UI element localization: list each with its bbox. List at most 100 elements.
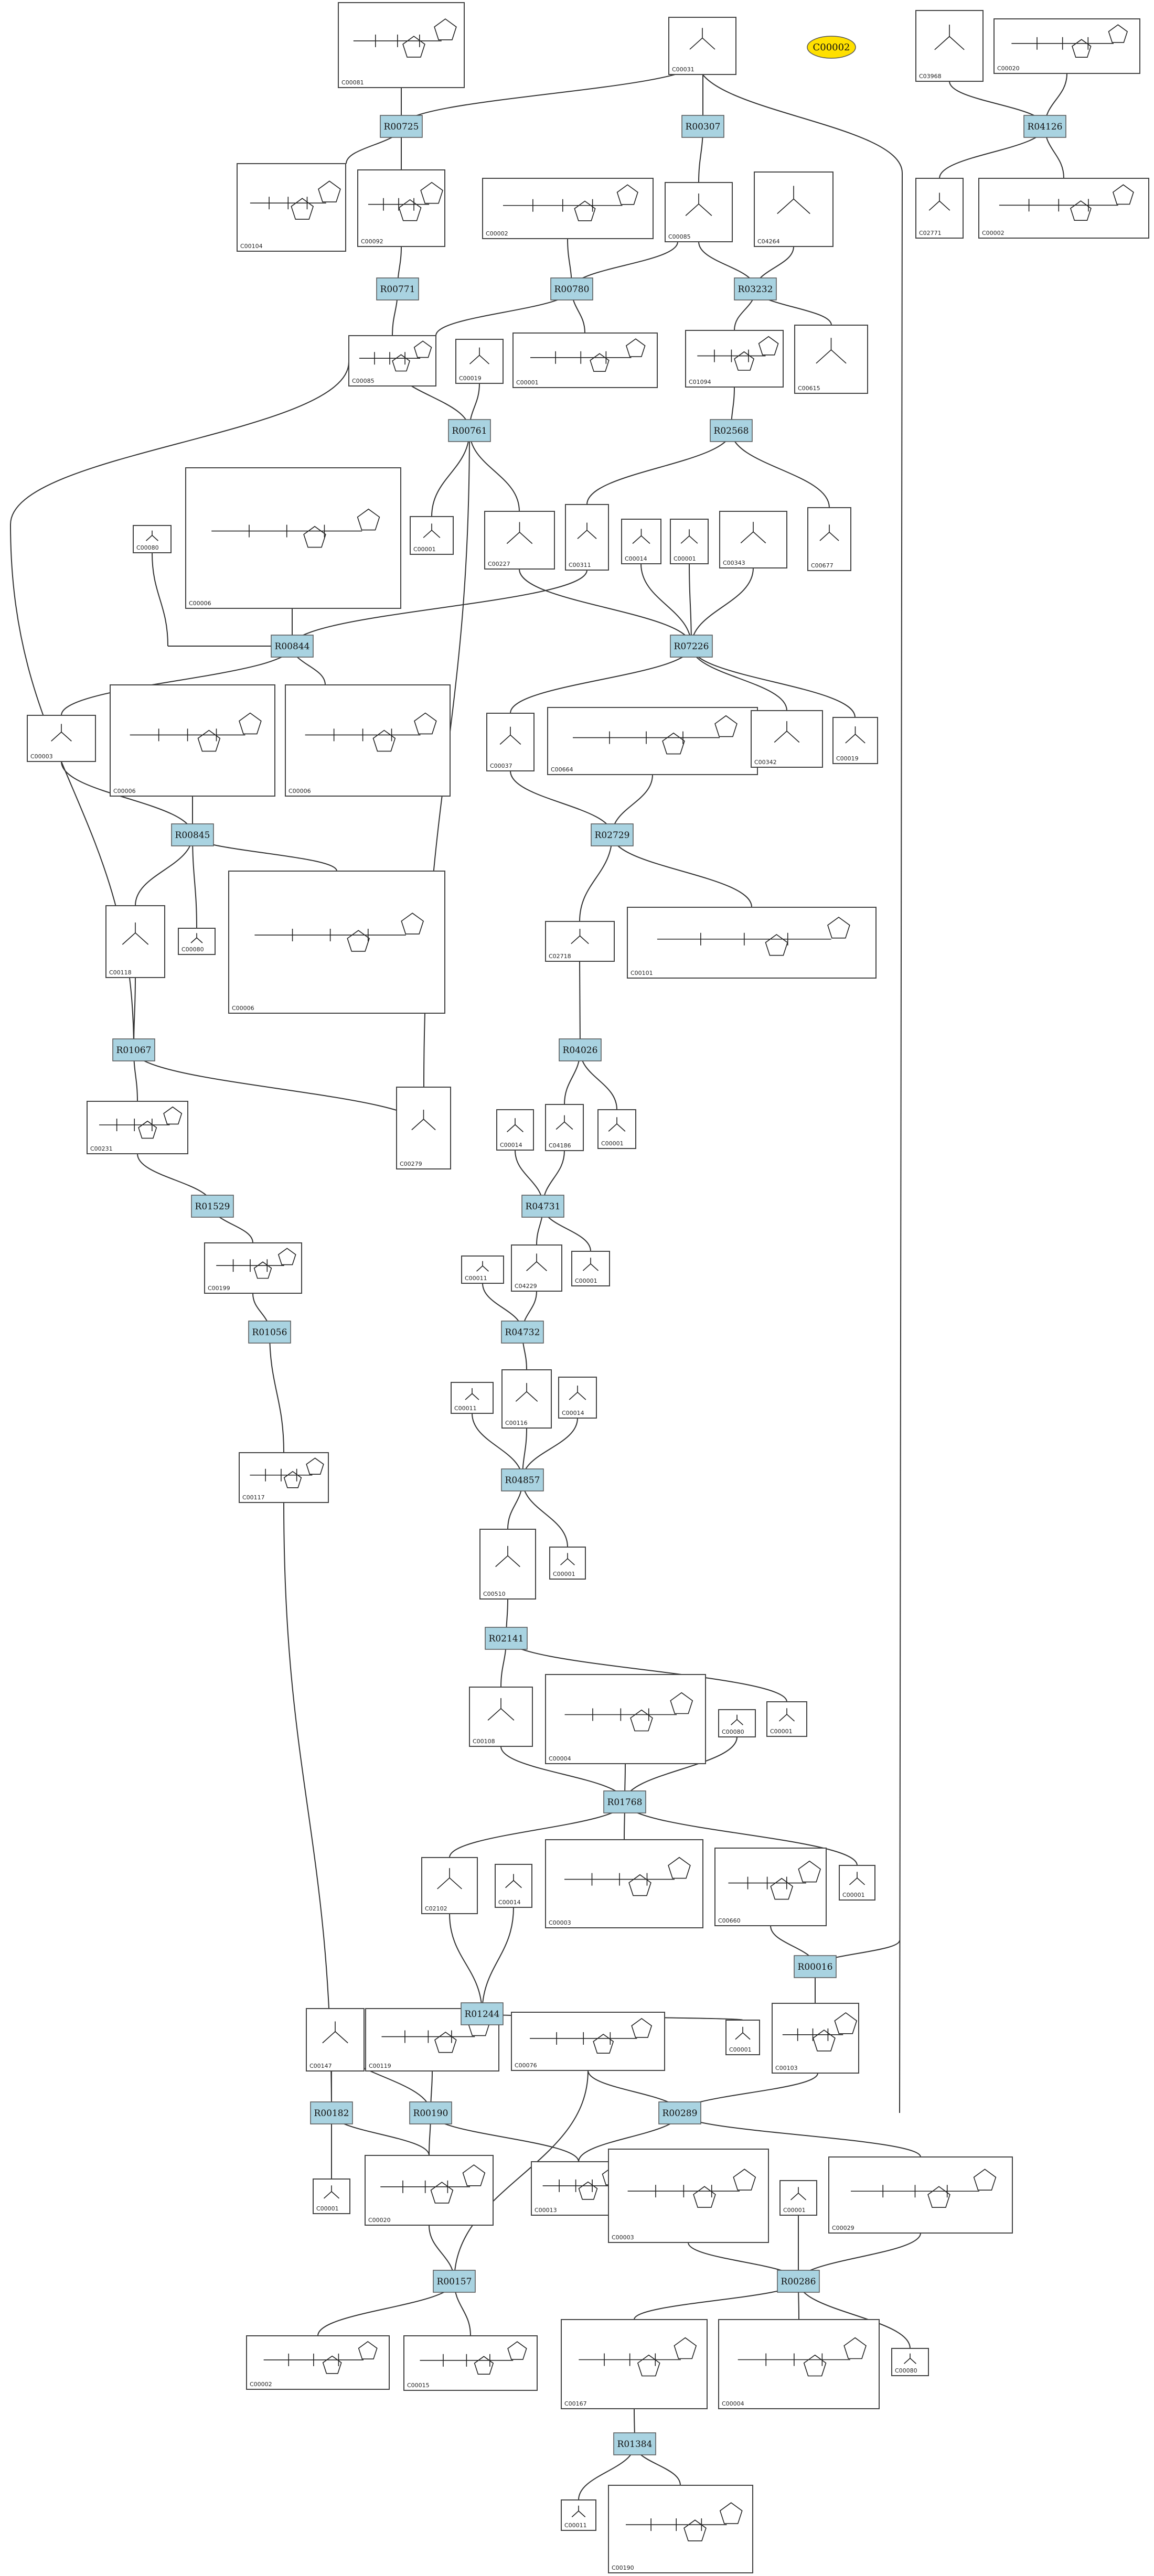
compound-node[interactable]: C00020	[993, 18, 1140, 74]
reaction-node[interactable]: R00845	[171, 823, 214, 846]
compound-node[interactable]: C03968	[915, 10, 984, 82]
compound-node[interactable]: C00014	[496, 1109, 534, 1151]
compound-node[interactable]: C00101	[627, 907, 877, 979]
compound-node[interactable]: C00510	[479, 1529, 536, 1600]
compound-node[interactable]: C01094	[685, 330, 784, 388]
compound-node[interactable]: C00020	[365, 2155, 494, 2226]
compound-node[interactable]: C00003	[545, 1839, 703, 1928]
compound-node[interactable]: C00037	[486, 713, 535, 771]
compound-node[interactable]: C00664	[547, 707, 758, 775]
reaction-node[interactable]: R04026	[559, 1038, 602, 1061]
reaction-node[interactable]: R00771	[376, 277, 419, 300]
compound-node[interactable]: C00002	[246, 2335, 390, 2390]
compound-node[interactable]: C00103	[772, 2003, 859, 2074]
reaction-node[interactable]: R04126	[1023, 115, 1066, 138]
compound-node[interactable]: C04186	[545, 1104, 584, 1151]
compound-node[interactable]: C00092	[357, 169, 445, 247]
compound-node[interactable]: C00001	[839, 1865, 875, 1901]
reaction-node[interactable]: R01067	[112, 1038, 155, 1061]
reaction-node[interactable]: R00307	[681, 115, 724, 138]
compound-node[interactable]: C00006	[185, 467, 401, 609]
compound-node[interactable]: C00019	[832, 717, 878, 764]
compound-node[interactable]: C00167	[561, 2319, 708, 2409]
compound-node[interactable]: C00014	[495, 1864, 532, 1908]
compound-node[interactable]: C00080	[891, 2348, 929, 2376]
compound-node[interactable]: C00029	[828, 2156, 1013, 2234]
compound-node[interactable]: C04229	[511, 1244, 562, 1292]
compound-node[interactable]: C00001	[410, 516, 454, 555]
reaction-node[interactable]: R01384	[613, 2432, 656, 2455]
compound-node[interactable]: C00001	[779, 2180, 817, 2216]
reaction-node[interactable]: R01768	[603, 1790, 646, 1813]
compound-node[interactable]: C00660	[714, 1848, 827, 1926]
compound-node[interactable]: C00014	[621, 519, 661, 564]
compound-node[interactable]: C00019	[455, 339, 504, 384]
compound-node[interactable]: C00116	[501, 1369, 552, 1429]
compound-node[interactable]: C00227	[484, 511, 555, 570]
compound-node[interactable]: C00001	[512, 332, 658, 388]
compound-node[interactable]: C00147	[306, 2008, 365, 2071]
compound-node[interactable]: C00199	[204, 1242, 302, 1294]
compound-node[interactable]: C00015	[403, 2335, 538, 2391]
reaction-node[interactable]: R04857	[501, 1468, 544, 1491]
compound-node[interactable]: C00014	[558, 1377, 597, 1419]
compound-node[interactable]: C00011	[561, 2499, 596, 2531]
reaction-node[interactable]: R00016	[794, 1955, 837, 1978]
reaction-node[interactable]: R04732	[501, 1321, 544, 1344]
reaction-node[interactable]: R00780	[550, 277, 593, 300]
reaction-node[interactable]: R02729	[591, 823, 634, 846]
compound-node[interactable]: C04264	[754, 171, 834, 247]
compound-node[interactable]: C00001	[549, 1547, 586, 1580]
target-compound-node[interactable]: C00002	[807, 36, 856, 59]
compound-node[interactable]: C02771	[915, 178, 964, 239]
reaction-node[interactable]: R01529	[191, 1195, 234, 1218]
compound-node[interactable]: C00080	[718, 1709, 756, 1737]
compound-node[interactable]: C00279	[396, 1087, 451, 1169]
reaction-node[interactable]: R00157	[433, 2270, 476, 2293]
compound-node[interactable]: C02102	[421, 1857, 478, 1914]
compound-node[interactable]: C00001	[597, 1109, 636, 1149]
compound-node[interactable]: C00003	[608, 2149, 769, 2243]
compound-node[interactable]: C00615	[794, 325, 868, 394]
compound-node[interactable]: C00311	[565, 504, 609, 571]
compound-node[interactable]: C00001	[571, 1251, 610, 1286]
compound-node[interactable]: C00001	[766, 1701, 807, 1737]
reaction-node[interactable]: R02568	[710, 419, 753, 442]
compound-node[interactable]: C00011	[451, 1382, 494, 1414]
compound-node[interactable]: C00080	[133, 525, 172, 553]
reaction-node[interactable]: R02141	[485, 1627, 528, 1650]
compound-node[interactable]: C00076	[511, 2012, 665, 2071]
compound-node[interactable]: C00004	[718, 2319, 880, 2409]
compound-node[interactable]: C00002	[482, 178, 654, 239]
compound-node[interactable]: C00006	[110, 684, 275, 797]
compound-node[interactable]: C00006	[285, 684, 451, 797]
compound-node[interactable]: C02718	[545, 921, 615, 962]
compound-node[interactable]: C00190	[608, 2485, 753, 2573]
reaction-node[interactable]: R07226	[670, 635, 713, 658]
compound-node[interactable]: C00011	[461, 1255, 504, 1284]
reaction-node[interactable]: R00190	[409, 2101, 452, 2124]
reaction-node[interactable]: R03232	[734, 277, 777, 300]
compound-node[interactable]: C00231	[87, 1101, 188, 1154]
compound-node[interactable]: C00342	[751, 710, 823, 768]
compound-node[interactable]: C00001	[725, 2020, 760, 2055]
compound-node[interactable]: C00085	[348, 335, 436, 387]
compound-node[interactable]: C00677	[807, 507, 851, 571]
compound-node[interactable]: C00006	[228, 871, 445, 1014]
compound-node[interactable]: C00001	[313, 2178, 350, 2214]
compound-node[interactable]: C00031	[668, 17, 736, 75]
compound-node[interactable]: C00001	[670, 519, 709, 564]
compound-node[interactable]: C00118	[105, 905, 165, 978]
compound-node[interactable]: C00108	[469, 1687, 533, 1747]
compound-node[interactable]: C00004	[545, 1674, 706, 1764]
reaction-node[interactable]: R01244	[461, 2002, 504, 2025]
reaction-node[interactable]: R00725	[380, 115, 423, 138]
compound-node[interactable]: C00002	[978, 178, 1149, 239]
compound-node[interactable]: C00081	[338, 2, 465, 88]
reaction-node[interactable]: R00289	[658, 2101, 701, 2124]
compound-node[interactable]: C00080	[178, 928, 216, 955]
reaction-node[interactable]: R04731	[521, 1195, 564, 1218]
reaction-node[interactable]: R00761	[448, 419, 491, 442]
compound-node[interactable]: C00104	[237, 163, 346, 252]
compound-node[interactable]: C00085	[665, 182, 733, 242]
